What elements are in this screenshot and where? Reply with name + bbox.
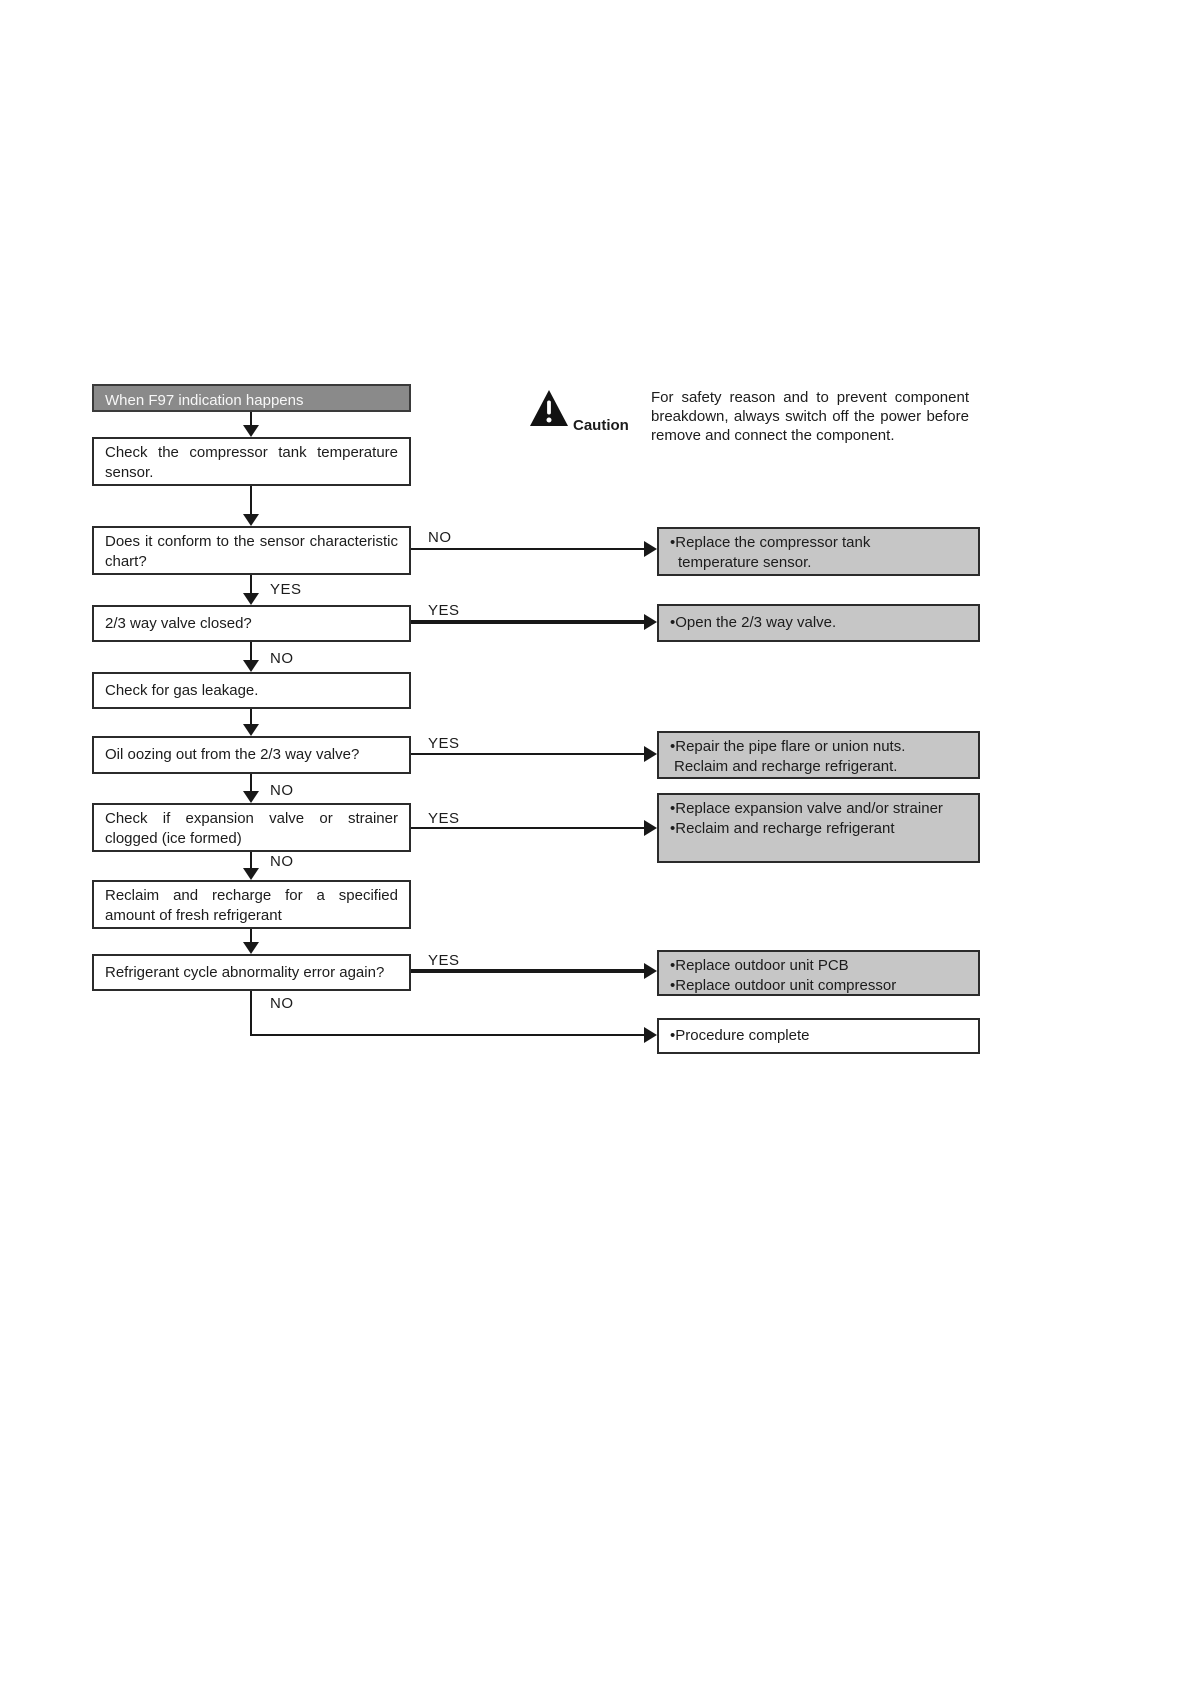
- connector-line: [250, 1034, 645, 1036]
- arrow-down-icon: [243, 791, 259, 803]
- connector-line: [250, 642, 252, 661]
- arrow-down-icon: [243, 425, 259, 437]
- flow-step-reclaim-recharge: Reclaim and recharge for a specified amo…: [92, 880, 411, 929]
- arrow-down-icon: [243, 514, 259, 526]
- branch-label-no: NO: [270, 853, 294, 870]
- flow-decision-valve-closed: 2/3 way valve closed?: [92, 605, 411, 642]
- connector-line: [250, 774, 252, 792]
- branch-label-no: NO: [270, 995, 294, 1012]
- arrow-right-icon: [644, 1027, 657, 1043]
- action-text-line: •Replace outdoor unit PCB: [670, 957, 849, 974]
- connector-line: [411, 620, 645, 624]
- connector-line: [250, 486, 252, 515]
- arrow-down-icon: [243, 593, 259, 605]
- caution-warning-icon: [528, 388, 570, 435]
- caution-text: For safety reason and to prevent compone…: [651, 389, 969, 444]
- flow-action-replace-sensor: •Replace the compressor tank temperature…: [657, 527, 980, 576]
- flow-action-replace-pcb: •Replace outdoor unit PCB •Replace outdo…: [657, 950, 980, 996]
- connector-line: [411, 827, 645, 829]
- flow-action-repair-pipe: •Repair the pipe flare or union nuts. Re…: [657, 731, 980, 779]
- arrow-down-icon: [243, 724, 259, 736]
- action-text-line: •Procedure complete: [670, 1027, 810, 1044]
- flow-start-node: When F97 indication happens: [92, 384, 411, 412]
- connector-line: [250, 575, 252, 594]
- action-text-line: •Replace expansion valve and/or strainer: [670, 800, 943, 817]
- connector-line: [250, 412, 252, 426]
- flow-step-check-sensor: Check the compressor tank temperature se…: [92, 437, 411, 486]
- arrow-down-icon: [243, 868, 259, 880]
- action-text-line: •Repair the pipe flare or union nuts.: [670, 738, 906, 755]
- connector-line: [250, 709, 252, 725]
- flow-decision-sensor-conform: Does it conform to the sensor characteri…: [92, 526, 411, 575]
- branch-label-yes: YES: [270, 581, 302, 598]
- arrow-down-icon: [243, 942, 259, 954]
- flow-action-procedure-complete: •Procedure complete: [657, 1018, 980, 1054]
- flow-decision-cycle-error-again: Refrigerant cycle abnormality error agai…: [92, 954, 411, 991]
- connector-line: [411, 753, 645, 755]
- branch-label-yes: YES: [428, 952, 460, 969]
- branch-label-yes: YES: [428, 735, 460, 752]
- connector-line: [411, 548, 645, 550]
- arrow-down-icon: [243, 660, 259, 672]
- flow-action-replace-expansion: •Replace expansion valve and/or strainer…: [657, 793, 980, 863]
- branch-label-yes: YES: [428, 810, 460, 827]
- branch-label-no: NO: [428, 529, 452, 546]
- caution-label: Caution: [573, 417, 629, 434]
- connector-line: [250, 852, 252, 869]
- arrow-right-icon: [644, 820, 657, 836]
- action-text-line: temperature sensor.: [678, 554, 812, 571]
- arrow-right-icon: [644, 746, 657, 762]
- branch-label-no: NO: [270, 782, 294, 799]
- action-text-line: •Open the 2/3 way valve.: [670, 614, 837, 631]
- action-text-line: Reclaim and recharge refrigerant.: [674, 758, 898, 775]
- flow-decision-expansion-clogged: Check if expansion valve or strainer clo…: [92, 803, 411, 852]
- connector-line: [411, 969, 645, 973]
- connector-line: [250, 991, 252, 1036]
- arrow-right-icon: [644, 614, 657, 630]
- branch-label-yes: YES: [428, 602, 460, 619]
- flow-decision-oil-oozing: Oil oozing out from the 2/3 way valve?: [92, 736, 411, 774]
- action-text-line: •Replace outdoor unit compressor: [670, 977, 897, 994]
- action-text-line: •Reclaim and recharge refrigerant: [670, 820, 895, 837]
- arrow-right-icon: [644, 541, 657, 557]
- flow-step-check-gas-leakage: Check for gas leakage.: [92, 672, 411, 709]
- action-text-line: •Replace the compressor tank: [670, 534, 871, 551]
- connector-line: [250, 929, 252, 943]
- flow-action-open-valve: •Open the 2/3 way valve.: [657, 604, 980, 642]
- branch-label-no: NO: [270, 650, 294, 667]
- arrow-right-icon: [644, 963, 657, 979]
